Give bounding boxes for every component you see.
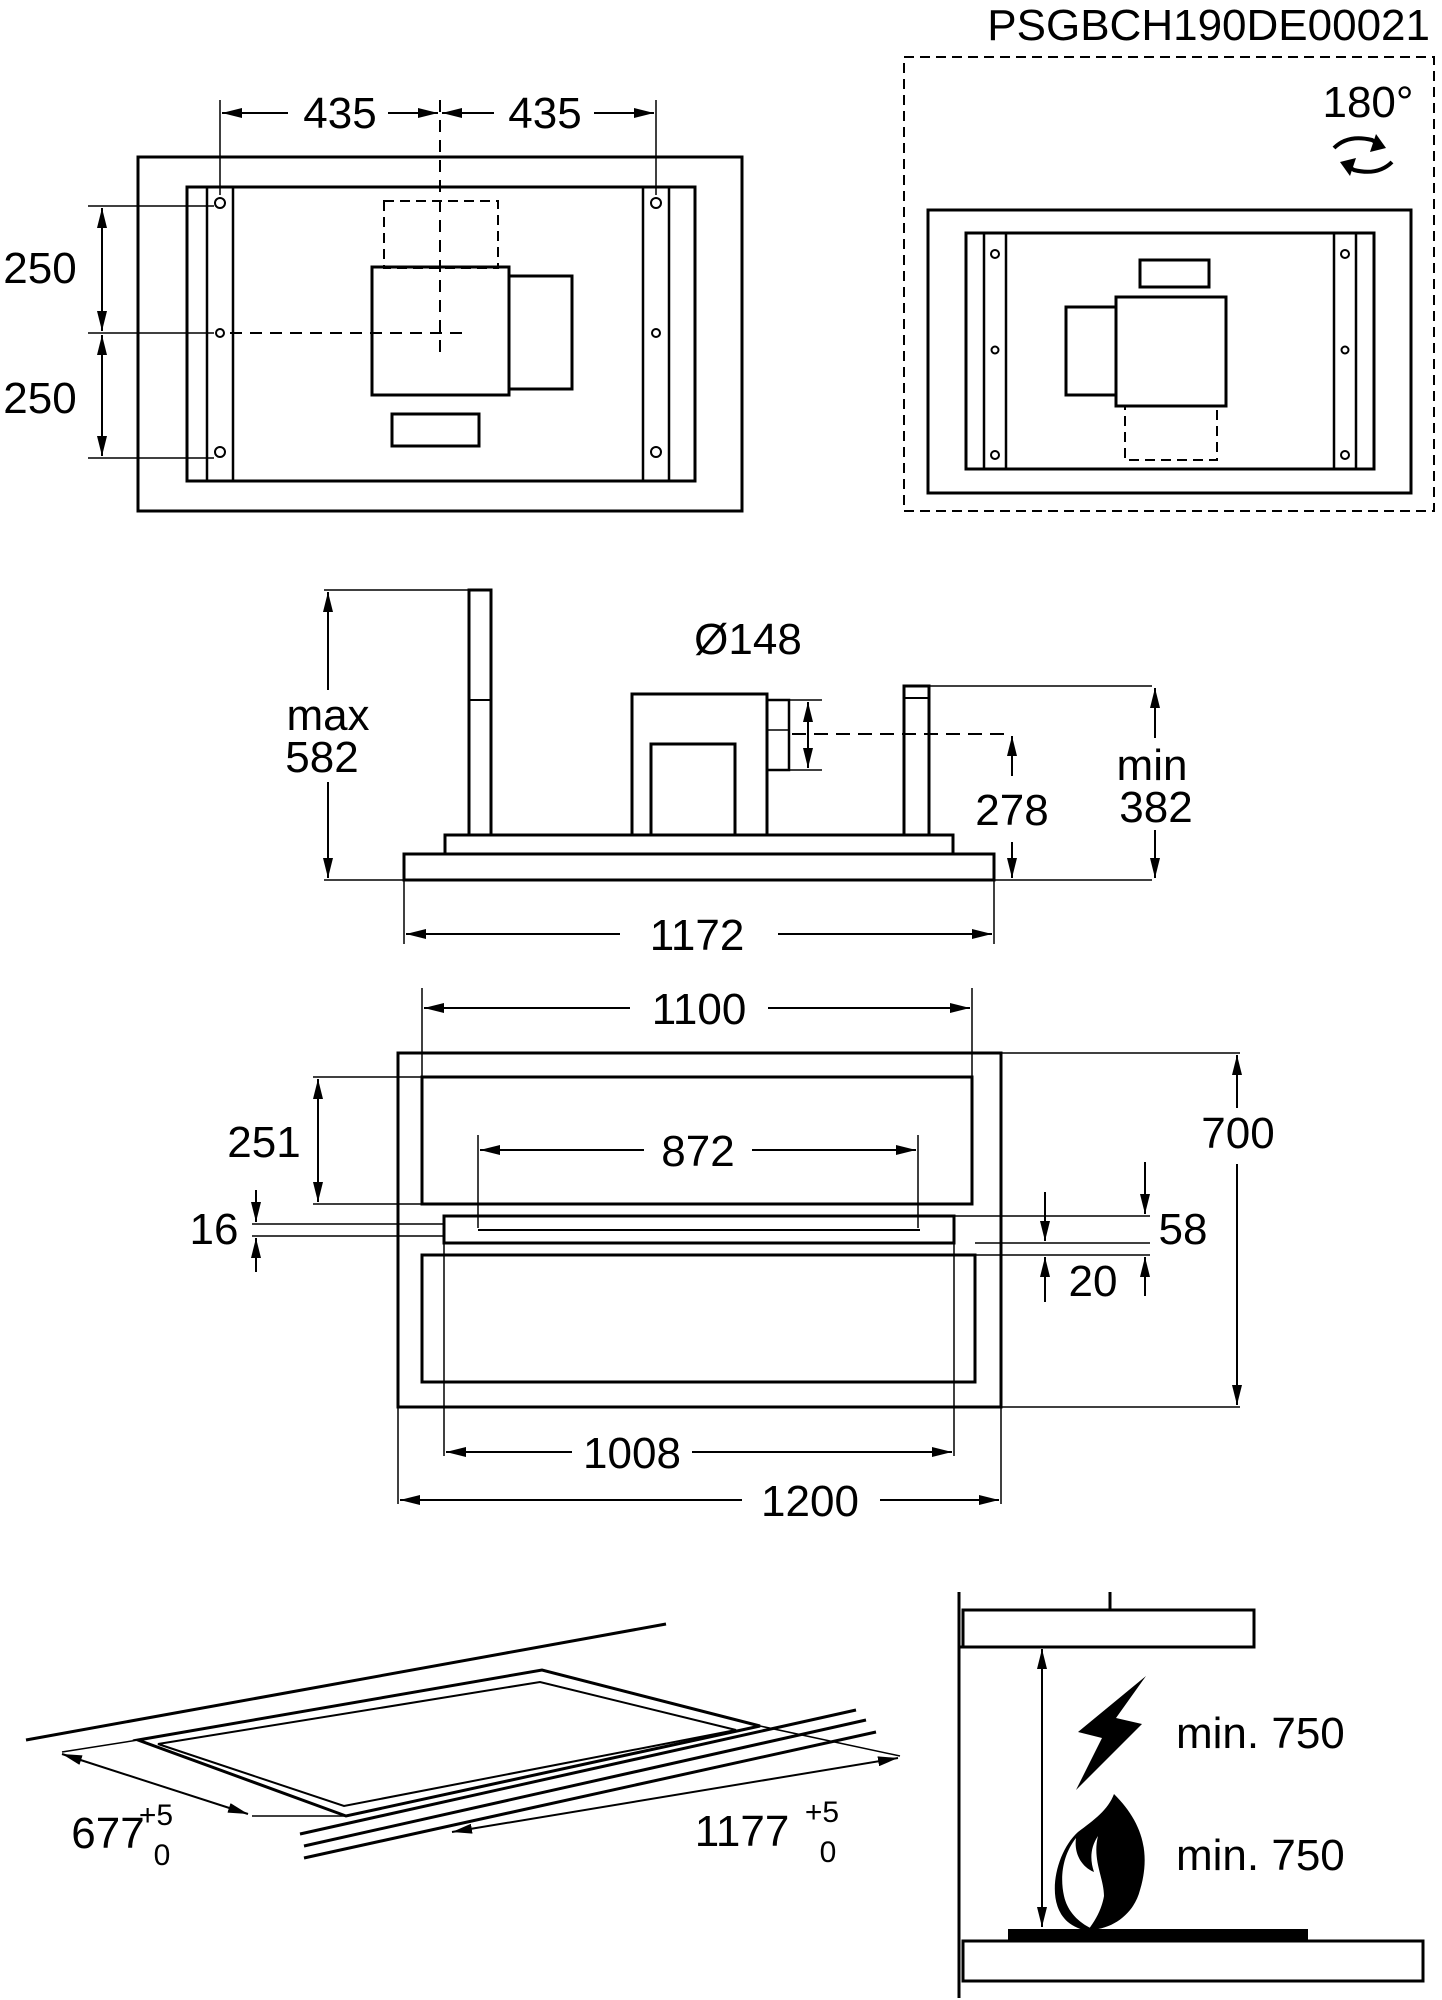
rotated-body-outline: [964, 231, 1376, 471]
left-bracket: [205, 185, 235, 483]
dim-872: 872: [661, 1127, 734, 1176]
model-code: PSGBCH190DE00021: [987, 1, 1430, 50]
cutout-view: 677 +5 0 1177 +5 0: [25, 1622, 901, 1872]
dim-700: 700: [1201, 1109, 1274, 1158]
dim-250-upper: 250: [3, 244, 76, 293]
cutout-width-tol-minus: 0: [820, 1836, 837, 1869]
rotated-panel-outline: [926, 208, 1413, 495]
right-bracket: [641, 185, 671, 483]
top-view: 435 435 250 250: [3, 89, 744, 513]
ceiling-panel-outline: [136, 155, 744, 513]
rotated-view: 180°: [903, 56, 1435, 512]
outlet-height: 278: [975, 786, 1048, 835]
dim-251: 251: [227, 1118, 300, 1167]
dim-16: 16: [190, 1205, 239, 1254]
dim-1100: 1100: [652, 985, 747, 1034]
max-label: max: [286, 691, 369, 740]
rotate-arrows-icon: [1332, 134, 1394, 176]
rotated-frame-dashed: [903, 56, 1435, 512]
plan-outer: [396, 1051, 1003, 1409]
cutout-width: 1177: [695, 1807, 790, 1856]
plan-upper-panel: [420, 1075, 974, 1206]
max-height: 582: [285, 733, 358, 782]
overall-length: 1172: [650, 911, 745, 960]
cutout-depth: 677: [71, 1809, 144, 1858]
duct-diameter: Ø148: [694, 615, 802, 664]
dim-1008: 1008: [583, 1429, 681, 1478]
clearance-view: min. 750 min. 750: [957, 1592, 1425, 1998]
lightning-icon: [1076, 1676, 1146, 1790]
electric-clearance: min. 750: [1176, 1709, 1345, 1758]
mounting-holes: [214, 197, 662, 458]
side-hood-panel: [402, 852, 996, 882]
dim-58: 58: [1159, 1205, 1208, 1254]
control-panel: [390, 412, 481, 448]
min-label: min: [1117, 741, 1188, 790]
dim-250-lower: 250: [3, 374, 76, 423]
rotation-label: 180°: [1322, 78, 1413, 127]
dim-435-right: 435: [508, 89, 581, 138]
hob-section: [961, 1939, 1425, 1983]
cutout-depth-tol-plus: +5: [139, 1799, 173, 1832]
cutout-depth-tol-minus: 0: [154, 1839, 171, 1872]
gas-clearance: min. 750: [1176, 1831, 1345, 1880]
dim-1200: 1200: [761, 1477, 859, 1526]
dim-435-left: 435: [303, 89, 376, 138]
side-duct-outlet: [765, 698, 791, 772]
motor-outlet: [507, 274, 574, 391]
side-chimney-left: [467, 588, 493, 837]
min-height: 382: [1119, 783, 1192, 832]
side-hood-body: [443, 833, 955, 856]
hood-section: [961, 1608, 1256, 1649]
side-chimney-right: [902, 684, 931, 837]
plan-view: 1100 872 251 16 58 20 700 1008 1200: [190, 985, 1275, 1526]
dim-20: 20: [1069, 1257, 1118, 1306]
plan-filter: [442, 1214, 956, 1245]
flame-icon: [1054, 1794, 1145, 1932]
plan-lower-panel: [420, 1253, 977, 1384]
cutout-width-tol-plus: +5: [805, 1796, 839, 1829]
side-view: max 582 min 382 278 Ø148 1172: [285, 588, 1193, 960]
